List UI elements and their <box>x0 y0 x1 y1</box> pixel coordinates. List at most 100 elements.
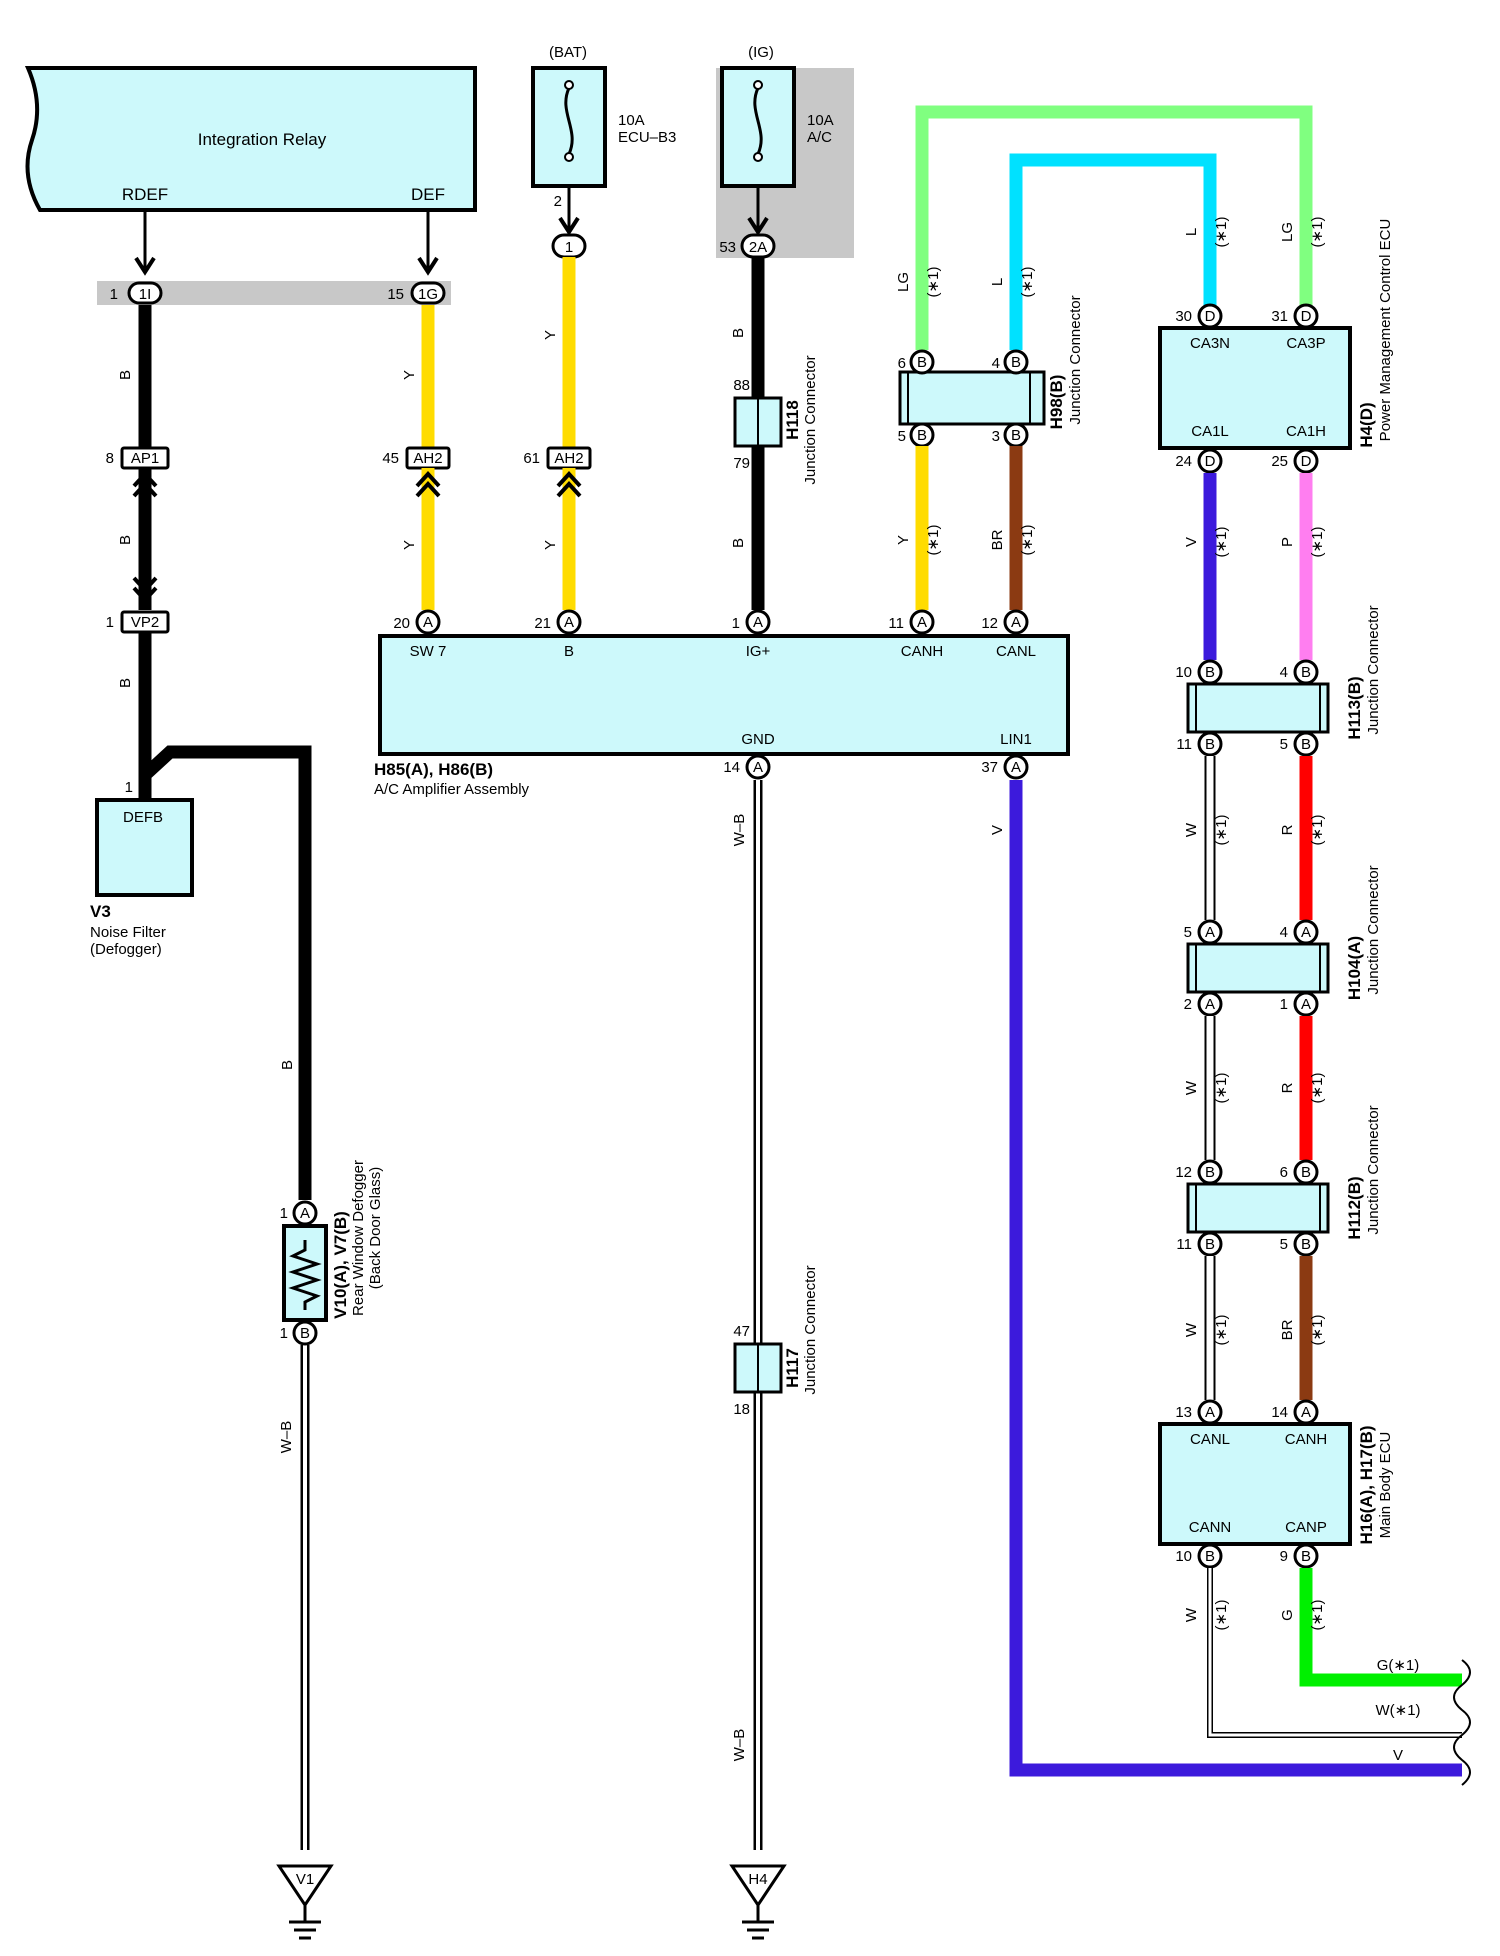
power-management-ecu: CA3N CA3P CA1L CA1H H4(D) Power Manageme… <box>1158 219 1394 450</box>
h113-pin-10 <box>1197 659 1223 685</box>
amp-pin-igplus-name: IG+ <box>746 643 771 660</box>
wire-w-label-2: W <box>1183 1080 1200 1095</box>
h118-pin-top: 88 <box>733 377 750 394</box>
amp-pin-gnd-name: GND <box>741 731 775 748</box>
h98-pin-3: 3 <box>992 428 1000 445</box>
h104-pin-1-num: 1 <box>1280 996 1288 1013</box>
rdef-pin-label: RDEF <box>122 185 168 204</box>
h112-pin-5 <box>1293 1231 1319 1257</box>
h112-pin-6-letter: B <box>1301 1164 1311 1181</box>
h104-pin-1-letter: A <box>1301 996 1311 1013</box>
ground-v1-label: V1 <box>296 1871 314 1888</box>
h112-pin-11-letter: B <box>1205 1236 1215 1253</box>
h112-pin-12-letter: B <box>1205 1164 1215 1181</box>
h98-pin-4-terminal <box>1003 349 1029 375</box>
out-label-v: V <box>1393 1747 1403 1764</box>
wire-y-label-3: Y <box>542 330 559 340</box>
fuse-ac: (IG) 10A A/C <box>716 44 854 258</box>
h16-pin-14-num: 14 <box>1271 1404 1288 1421</box>
h4-pin-25-num: 25 <box>1271 453 1288 470</box>
junction-h98: 6 4 5 3 H98(B) Junction Connector <box>898 295 1084 445</box>
connector-ap1-label: AP1 <box>131 450 159 467</box>
h117-pin-top: 47 <box>733 1323 750 1340</box>
wire-b-label-1: B <box>117 370 134 380</box>
connector-vp2-label: VP2 <box>131 614 159 631</box>
h113-pin-11-num: 11 <box>1176 736 1192 753</box>
junction-h112: H112(B) Junction Connector <box>1186 1105 1382 1240</box>
amp-pin-gnd <box>745 754 771 780</box>
amp-pin-canh-name: CANH <box>901 643 944 660</box>
h112-desc: Junction Connector <box>1365 1105 1382 1234</box>
def-pin-label: DEF <box>411 185 445 204</box>
defogger-pin-bottom-num: 1 <box>280 1325 288 1342</box>
wire-w-label-3: W <box>1183 1322 1200 1337</box>
amp-pin-sw7 <box>415 609 441 635</box>
h104-pin-4 <box>1293 919 1319 945</box>
h118-desc: Junction Connector <box>802 355 819 484</box>
noise-filter-name: DEFB <box>123 809 163 826</box>
h113-pin-4-letter: B <box>1301 664 1311 681</box>
junction-h113: H113(B) Junction Connector <box>1186 605 1382 740</box>
connector-ah2-61-label: AH2 <box>554 450 583 467</box>
amp-pin-sw7-num: 20 <box>393 615 410 632</box>
wire-wb-label-2: W–B <box>731 1729 748 1762</box>
wire-r-label-2: R <box>1279 1082 1296 1093</box>
connector-ap1-pin: 8 <box>106 450 114 467</box>
wire-br-note-1: (∗1) <box>1019 525 1036 556</box>
h113-pin-10-letter: B <box>1205 664 1215 681</box>
wire-y-label-2: Y <box>401 540 418 550</box>
h16-pin-13-letter: A <box>1205 1404 1215 1421</box>
amp-pin-igplus-letter: A <box>753 614 763 631</box>
wire-w-label-1: W <box>1183 822 1200 837</box>
h16-canp: CANP <box>1285 1519 1327 1536</box>
wire-p-label: P <box>1279 537 1296 547</box>
h113-pin-5-num: 5 <box>1280 736 1288 753</box>
connector-1g-label: 1G <box>418 286 438 303</box>
amp-pin-canh <box>909 609 935 635</box>
wire-wb-label-3: W–B <box>278 1421 295 1454</box>
wire-p-note: (∗1) <box>1309 527 1326 558</box>
h16-code: H16(A), H17(B) <box>1357 1425 1376 1544</box>
ground-h4-label: H4 <box>748 1871 767 1888</box>
h118-code: H118 <box>783 400 802 440</box>
h112-pin-12 <box>1197 1159 1223 1185</box>
h113-pin-5-letter: B <box>1301 736 1311 753</box>
integration-relay: Integration Relay RDEF DEF <box>24 66 477 212</box>
h112-code: H112(B) <box>1345 1176 1364 1239</box>
amp-pin-igplus <box>745 609 771 635</box>
amp-pin-gnd-num: 14 <box>723 759 740 776</box>
wire-wb-label-1: W–B <box>731 814 748 847</box>
h104-desc: Junction Connector <box>1365 865 1382 994</box>
h17-pin-10-num: 10 <box>1175 1548 1192 1565</box>
wire-g-label: G <box>1279 1609 1296 1621</box>
h112-pin-5-num: 5 <box>1280 1236 1288 1253</box>
h4-pin-24-num: 24 <box>1175 453 1192 470</box>
amp-pin-lin1-name: LIN1 <box>1000 731 1032 748</box>
h104-pin-2 <box>1197 991 1223 1017</box>
amp-pin-sw7-name: SW 7 <box>410 643 447 660</box>
h98-pin-4-letter: B <box>1011 354 1021 371</box>
wire-v-note-2: (∗1) <box>1213 527 1230 558</box>
h112-pin-12-num: 12 <box>1175 1164 1192 1181</box>
wire-y-label-5: Y <box>895 535 912 545</box>
h17-pin-10 <box>1197 1543 1223 1569</box>
h4-pin-31 <box>1293 303 1319 329</box>
h113-pin-4 <box>1293 659 1319 685</box>
defogger-pin-bottom-letter: B <box>300 1325 310 1342</box>
defogger-code: V10(A), V7(B) <box>331 1211 350 1319</box>
connector-1i-pin: 1 <box>110 286 118 303</box>
wire-b-label-4: B <box>279 1060 296 1070</box>
amp-pin-lin1-letter: A <box>1011 759 1021 776</box>
connector-ah2-61-pin: 61 <box>523 450 540 467</box>
fuse-ecu-b3-rating: 10A <box>618 112 645 129</box>
connector-ah2-45-pin: 45 <box>382 450 399 467</box>
h4-ca3n: CA3N <box>1190 335 1230 352</box>
h16-pin-13-num: 13 <box>1175 1404 1192 1421</box>
connector-1g-pin: 15 <box>387 286 404 303</box>
amp-pin-b-name: B <box>564 643 574 660</box>
amp-pin-canl <box>1003 609 1029 635</box>
wire-b-label-2: B <box>117 535 134 545</box>
ac-amplifier-assembly: H85(A), H86(B) A/C Amplifier Assembly <box>374 634 1070 798</box>
wire-b-label-3: B <box>117 678 134 688</box>
